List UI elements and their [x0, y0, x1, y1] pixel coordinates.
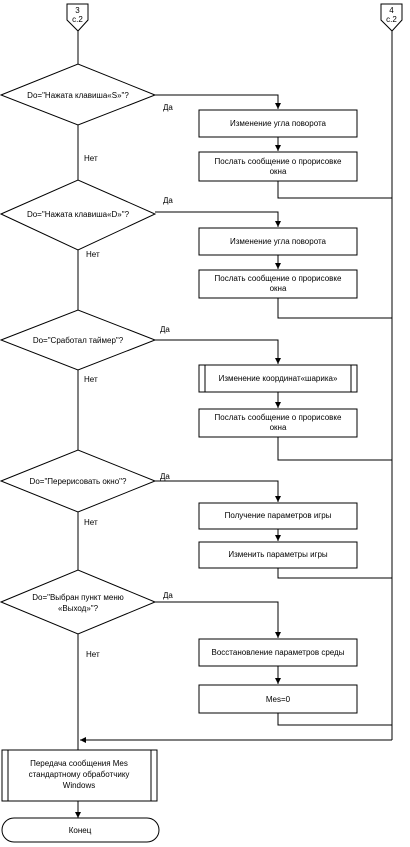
process-change-game-params-text: Изменить параметры игры: [228, 550, 328, 559]
subprocess-change-ball-coords-text: Изменение координат«шарика»: [219, 374, 338, 383]
decision-redraw-yes: Да: [160, 472, 170, 481]
decision-timer-text: Do="Сработал таймер"?: [33, 336, 124, 345]
decision-exit-text-line-2: «Выход»"?: [58, 604, 99, 613]
subprocess-pass-message-line-1: Передача сообщения Mes: [30, 759, 128, 768]
process-restore-env-params-text: Восстановление параметров среды: [212, 648, 345, 657]
decision-key-s: Do="Нажата клавиша«S»"? Да Нет: [0, 63, 173, 163]
decision-timer-no: Нет: [84, 375, 98, 384]
process-send-redraw-2: Послать сообщение о прорисовке окна: [198, 269, 358, 299]
decision-exit-no: Нет: [86, 650, 100, 659]
process-rotate-1: Изменение угла поворота: [198, 109, 358, 138]
process-send-redraw-1-line-2: окна: [270, 167, 287, 176]
decision-key-s-yes: Да: [163, 103, 173, 112]
terminator-end: Конец: [1, 817, 160, 843]
process-get-game-params: Получение параметров игры: [198, 502, 358, 530]
offpage-connector-3: 3 с.2: [66, 3, 89, 32]
process-mes-zero-text: Mes=0: [266, 695, 291, 704]
terminator-end-text: Конец: [69, 826, 92, 835]
decision-redraw-no: Нет: [84, 518, 98, 527]
process-get-game-params-text: Получение параметров игры: [225, 511, 332, 520]
subprocess-pass-message-line-2: стандартному обработчику: [29, 770, 130, 779]
process-send-redraw-2-line-2: окна: [270, 284, 287, 293]
process-send-redraw-3: Послать сообщение о прорисовке окна: [198, 408, 358, 438]
decision-key-s-no: Нет: [84, 154, 98, 163]
decision-key-d: Do="Нажата клавиша«D»"? Да Нет: [0, 179, 173, 259]
process-send-redraw-3-line-2: окна: [270, 423, 287, 432]
decision-key-d-text: Do="Нажата клавиша«D»"?: [27, 210, 130, 219]
process-send-redraw-3-line-1: Послать сообщение о прорисовке: [215, 413, 342, 422]
process-restore-env-params: Восстановление параметров среды: [198, 638, 358, 667]
offpage-connector-4: 4 с.2: [380, 3, 403, 32]
process-rotate-2-text: Изменение угла поворота: [230, 237, 327, 246]
process-rotate-1-text: Изменение угла поворота: [230, 119, 327, 128]
decision-redraw-text: Do="Перерисовать окно"?: [30, 477, 127, 486]
process-mes-zero: Mes=0: [198, 684, 358, 714]
decision-timer-yes: Да: [160, 325, 170, 334]
connector-4-number: 4: [389, 6, 394, 15]
flow-lines: [75, 31, 393, 818]
connector-4-page: с.2: [386, 15, 397, 24]
subprocess-change-ball-coords: Изменение координат«шарика»: [198, 364, 358, 393]
decision-key-d-no: Нет: [86, 250, 100, 259]
process-send-redraw-2-line-1: Послать сообщение о прорисовке: [215, 274, 342, 283]
subprocess-pass-message: Передача сообщения Mes стандартному обра…: [1, 749, 158, 802]
connector-3-number: 3: [75, 6, 80, 15]
connector-3-page: с.2: [72, 15, 83, 24]
decision-redraw: Do="Перерисовать окно"? Да Нет: [0, 449, 170, 527]
decision-key-d-yes: Да: [163, 196, 173, 205]
decision-exit-text-line-1: Do="Выбран пункт меню: [32, 593, 124, 602]
decision-exit: Do="Выбран пункт меню «Выход»"? Да Нет: [0, 569, 173, 659]
process-rotate-2: Изменение угла поворота: [198, 227, 358, 256]
decision-timer: Do="Сработал таймер"? Да Нет: [0, 309, 170, 384]
process-change-game-params: Изменить параметры игры: [198, 541, 358, 569]
process-send-redraw-1: Послать сообщение о прорисовке окна: [198, 151, 358, 182]
decision-key-s-text: Do="Нажата клавиша«S»"?: [27, 91, 129, 100]
process-send-redraw-1-line-1: Послать сообщение о прорисовке: [215, 157, 342, 166]
decision-exit-yes: Да: [163, 591, 173, 600]
subprocess-pass-message-line-3: Windows: [63, 781, 95, 790]
